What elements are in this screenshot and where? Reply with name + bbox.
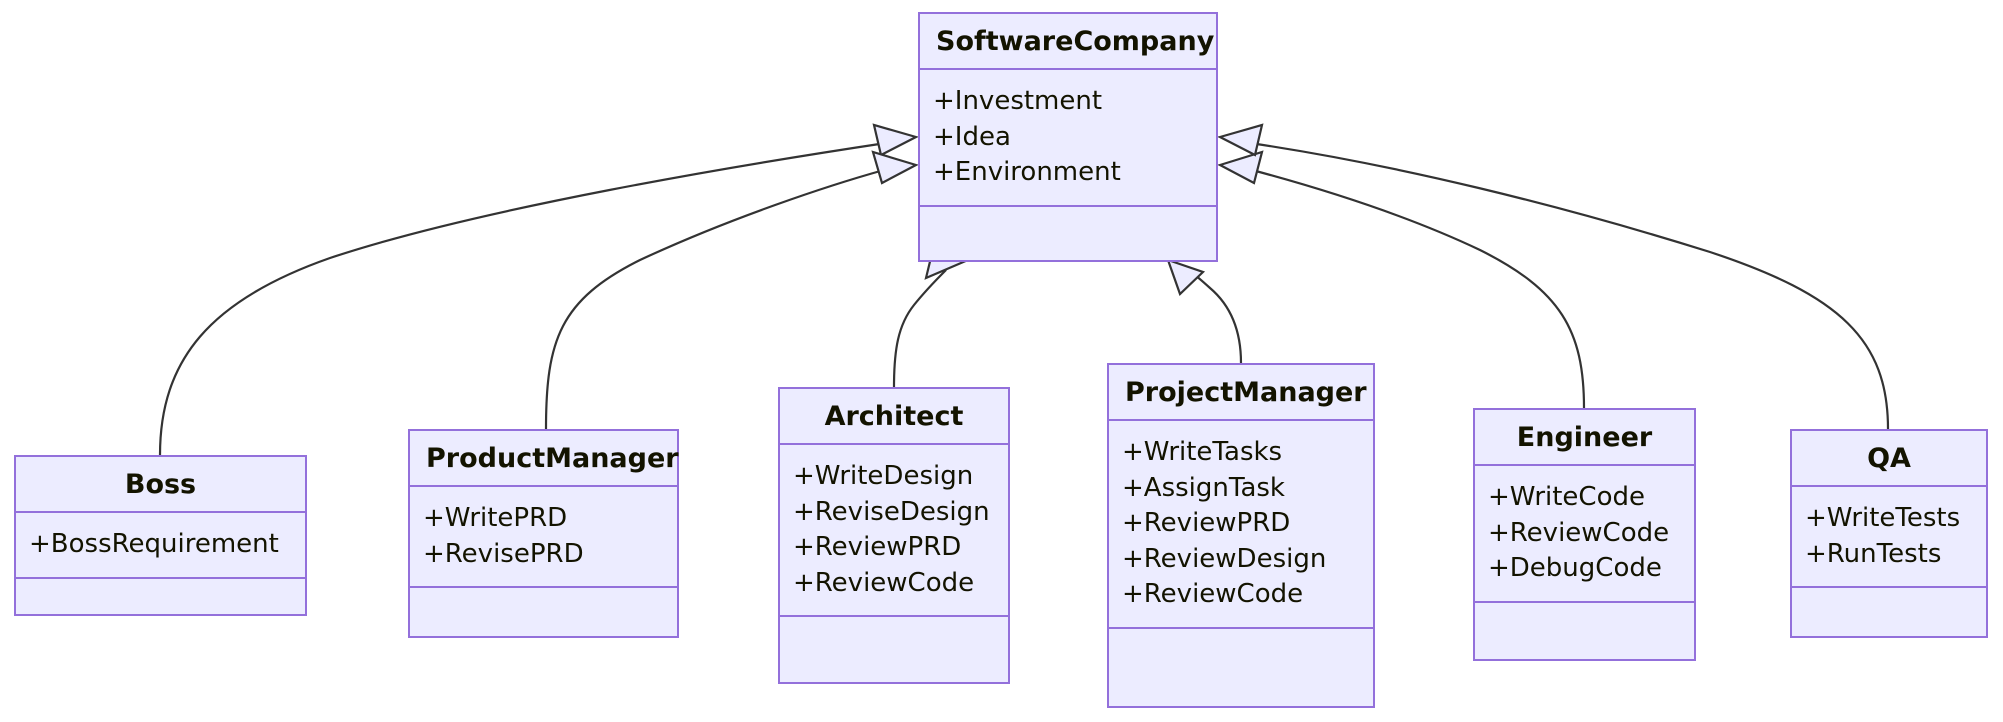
arrowhead-engineer-inheritance: [1217, 150, 1264, 185]
class-node-architect[interactable]: Architect +WriteDesign +ReviseDesign +Re…: [778, 387, 1010, 684]
class-divider: [1109, 627, 1373, 630]
class-title-boss: Boss: [124, 469, 197, 500]
class-node-qa[interactable]: QA +WriteTests +RunTests: [1790, 429, 1988, 638]
class-title-softwarecompany: SoftwareCompany: [936, 26, 1215, 57]
class-attributes-boss: +BossRequirement: [16, 513, 305, 577]
class-methods-boss: [16, 579, 305, 601]
class-attribute: +ReviseDesign: [793, 496, 990, 527]
class-divider: [410, 586, 677, 589]
class-attribute: +ReviewCode: [793, 567, 975, 598]
class-attribute: +WriteTests: [1805, 503, 1961, 533]
class-attribute: +Idea: [933, 121, 1011, 152]
class-attribute: +ReviewCode: [1122, 579, 1304, 610]
class-title-qa: QA: [1867, 443, 1911, 474]
class-divider: [780, 443, 1008, 445]
class-divider: [16, 576, 305, 579]
class-attribute: +ReviewCode: [1488, 517, 1670, 548]
class-attribute: +ReviewPRD: [1122, 508, 1291, 539]
class-methods-architect: [780, 617, 1008, 639]
class-attribute: +WriteCode: [1488, 482, 1645, 512]
arrowhead-boss-inheritance: [872, 123, 919, 157]
class-node-boss[interactable]: Boss +BossRequirement: [14, 455, 307, 616]
class-methods-qa: [1792, 588, 1986, 610]
class-attribute: +WritePRD: [423, 503, 568, 533]
class-divider: [410, 485, 677, 487]
class-divider: [920, 204, 1216, 207]
class-title-architect: Architect: [824, 401, 964, 432]
class-divider: [1109, 419, 1373, 421]
class-attribute: +RunTests: [1805, 538, 1942, 569]
class-node-projectmanager[interactable]: ProjectManager +WriteTasks +AssignTask +…: [1107, 363, 1375, 708]
class-methods-engineer: [1475, 603, 1694, 625]
arrowhead-productmanager-inheritance: [871, 150, 919, 185]
class-attribute: +WriteDesign: [793, 461, 974, 491]
arrowhead-projectmanager-inheritance: [1166, 258, 1206, 296]
class-divider: [780, 615, 1008, 618]
class-attribute: +AssignTask: [1122, 472, 1285, 503]
class-title-engineer: Engineer: [1516, 422, 1653, 453]
arrowhead-qa-inheritance: [1217, 123, 1264, 157]
class-methods-softwarecompany: [920, 207, 1216, 229]
class-divider: [1475, 600, 1694, 603]
class-divider: [920, 68, 1216, 70]
class-divider: [1475, 464, 1694, 466]
class-node-softwarecompany[interactable]: SoftwareCompany +Investment +Idea +Envir…: [918, 12, 1218, 262]
class-attribute: +WriteTasks: [1122, 437, 1283, 467]
class-node-productmanager[interactable]: ProductManager +WritePRD +RevisePRD: [408, 429, 679, 638]
class-attribute: +Investment: [933, 86, 1103, 116]
edge-projectmanager-to-softwarecompany: [1189, 270, 1243, 364]
class-attributes-softwarecompany: +Investment +Idea +Environment: [920, 70, 1216, 205]
edge-architect-to-softwarecompany: [892, 269, 947, 388]
class-attribute: +ReviewPRD: [793, 532, 962, 563]
class-attributes-architect: +WriteDesign +ReviseDesign +ReviewPRD +R…: [780, 445, 1008, 615]
class-attribute: +BossRequirement: [29, 529, 279, 559]
class-divider: [1792, 485, 1986, 487]
class-methods-projectmanager: [1109, 629, 1373, 651]
class-attributes-projectmanager: +WriteTasks +AssignTask +ReviewPRD +Revi…: [1109, 421, 1373, 627]
class-title-projectmanager: ProjectManager: [1125, 377, 1367, 408]
class-attributes-engineer: +WriteCode +ReviewCode +DebugCode: [1475, 466, 1694, 601]
class-attributes-qa: +WriteTests +RunTests: [1792, 487, 1986, 586]
class-divider: [1792, 586, 1986, 589]
class-attributes-productmanager: +WritePRD +RevisePRD: [410, 487, 677, 586]
class-methods-productmanager: [410, 588, 677, 610]
class-divider: [16, 511, 305, 513]
class-attribute: +DebugCode: [1488, 553, 1662, 584]
class-attribute: +Environment: [933, 157, 1121, 188]
class-node-engineer[interactable]: Engineer +WriteCode +ReviewCode +DebugCo…: [1473, 408, 1696, 661]
class-attribute: +ReviewDesign: [1122, 543, 1327, 574]
class-attribute: +RevisePRD: [423, 538, 584, 569]
class-title-productmanager: ProductManager: [426, 443, 679, 474]
